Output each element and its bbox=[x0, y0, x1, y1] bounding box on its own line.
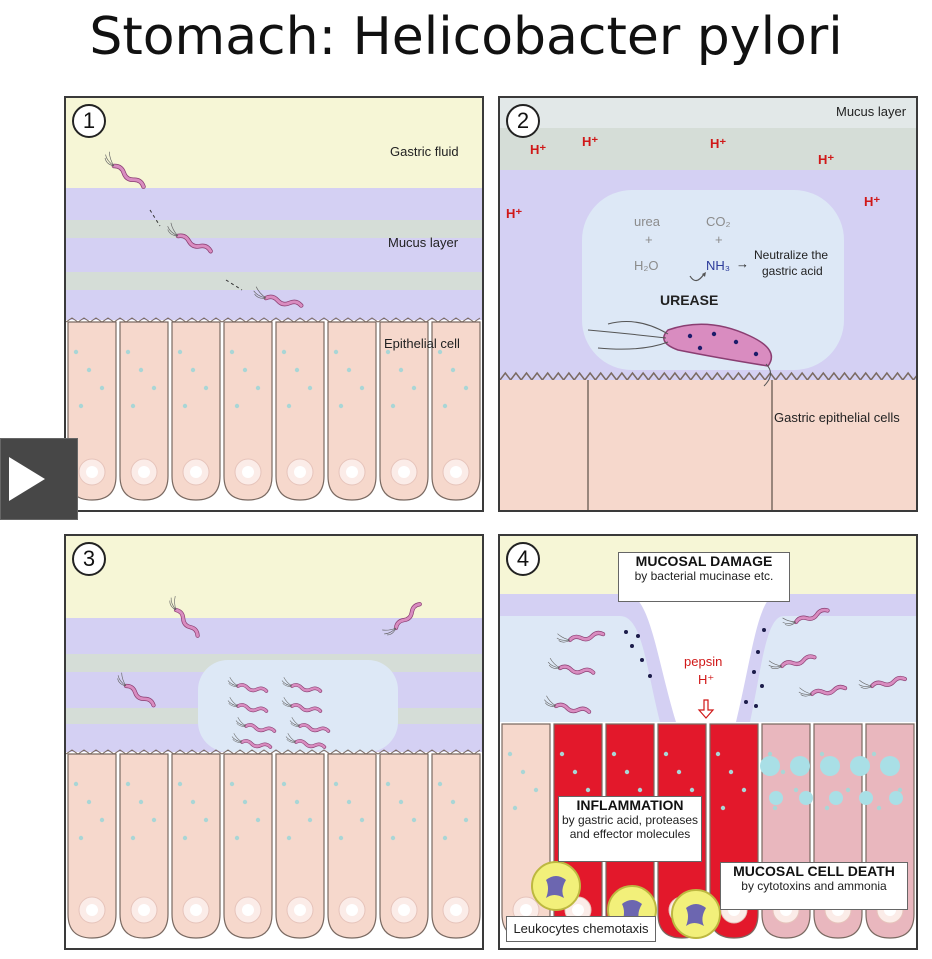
play-icon bbox=[9, 457, 45, 501]
ammonia-label: NH₃ bbox=[706, 258, 731, 273]
urease-label: UREASE bbox=[660, 292, 719, 308]
proton-label: H⁺ bbox=[582, 134, 599, 149]
panel-2-urease-neutralization: 2 Mucus layer H⁺ H⁺ H⁺ H⁺ H⁺ H⁺ urea + H… bbox=[498, 96, 918, 512]
mucosal-damage-callout: MUCOSAL DAMAGE by bacterial mucinase etc… bbox=[618, 552, 790, 602]
panel-3-number: 3 bbox=[72, 542, 106, 576]
plus-sign: + bbox=[645, 232, 653, 247]
cell-death-title: MUCOSAL CELL DEATH bbox=[733, 863, 895, 879]
epithelial-cell-label: Epithelial cell bbox=[384, 336, 460, 351]
page-title: Stomach: Helicobacter pylori bbox=[89, 7, 843, 67]
inflammation-subtitle-line1: by gastric acid, proteases bbox=[561, 813, 699, 827]
plus-sign: + bbox=[715, 232, 723, 247]
play-button[interactable] bbox=[0, 438, 78, 520]
panel-4-illustration bbox=[500, 536, 916, 939]
gastric-fluid-label: Gastric fluid bbox=[390, 144, 459, 159]
mucus-layer-label: Mucus layer bbox=[388, 235, 459, 250]
mucosal-damage-title: MUCOSAL DAMAGE bbox=[635, 553, 773, 569]
proton-label: H⁺ bbox=[864, 194, 881, 209]
pepsin-label: pepsin bbox=[684, 654, 723, 669]
proton-label: H⁺ bbox=[818, 152, 835, 167]
panel-4-number: 4 bbox=[506, 542, 540, 576]
inflammation-title: INFLAMMATION bbox=[576, 797, 684, 813]
neutralize-label-line1: Neutralize the bbox=[754, 248, 829, 262]
mucus-layer-label: Mucus layer bbox=[836, 104, 907, 119]
panel-3-illustration bbox=[66, 536, 482, 939]
proton-label: H⁺ bbox=[530, 142, 547, 157]
panel-2-illustration bbox=[500, 98, 916, 510]
panel-2-number: 2 bbox=[506, 104, 540, 138]
panel-1-number: 1 bbox=[72, 104, 106, 138]
leukocytes-label: Leukocytes chemotaxis bbox=[513, 921, 649, 936]
cell-death-callout: MUCOSAL CELL DEATH by cytotoxins and amm… bbox=[720, 862, 908, 910]
inflammation-callout: INFLAMMATION by gastric acid, proteases … bbox=[558, 796, 702, 862]
neutralize-label-line2: gastric acid bbox=[762, 264, 823, 278]
carbon-dioxide-label: CO₂ bbox=[706, 214, 731, 229]
reaction-arrow: → bbox=[736, 256, 749, 271]
gastric-epithelial-cells-label: Gastric epithelial cells bbox=[774, 410, 900, 425]
proton-label: H⁺ bbox=[710, 136, 727, 151]
inflammation-subtitle-line2: and effector molecules bbox=[569, 827, 691, 841]
leukocytes-callout: Leukocytes chemotaxis bbox=[506, 916, 656, 942]
panel-3-colonization: 3 bbox=[64, 534, 484, 950]
proton-label: H⁺ bbox=[698, 672, 715, 687]
urea-label: urea bbox=[634, 214, 661, 229]
cell-death-subtitle: by cytotoxins and ammonia bbox=[741, 879, 887, 893]
panel-1-bacteria-penetration: 1 Gastric fluid Mucus layer Epithelial c… bbox=[64, 96, 484, 512]
proton-label: H⁺ bbox=[506, 206, 523, 221]
water-label: H₂O bbox=[634, 258, 659, 273]
panel-4-mucosal-damage: 4 MUCOSAL DAMAGE by bacterial mucinase e… bbox=[498, 534, 918, 950]
panel-1-illustration bbox=[66, 98, 482, 501]
mucosal-damage-subtitle: by bacterial mucinase etc. bbox=[634, 569, 774, 583]
